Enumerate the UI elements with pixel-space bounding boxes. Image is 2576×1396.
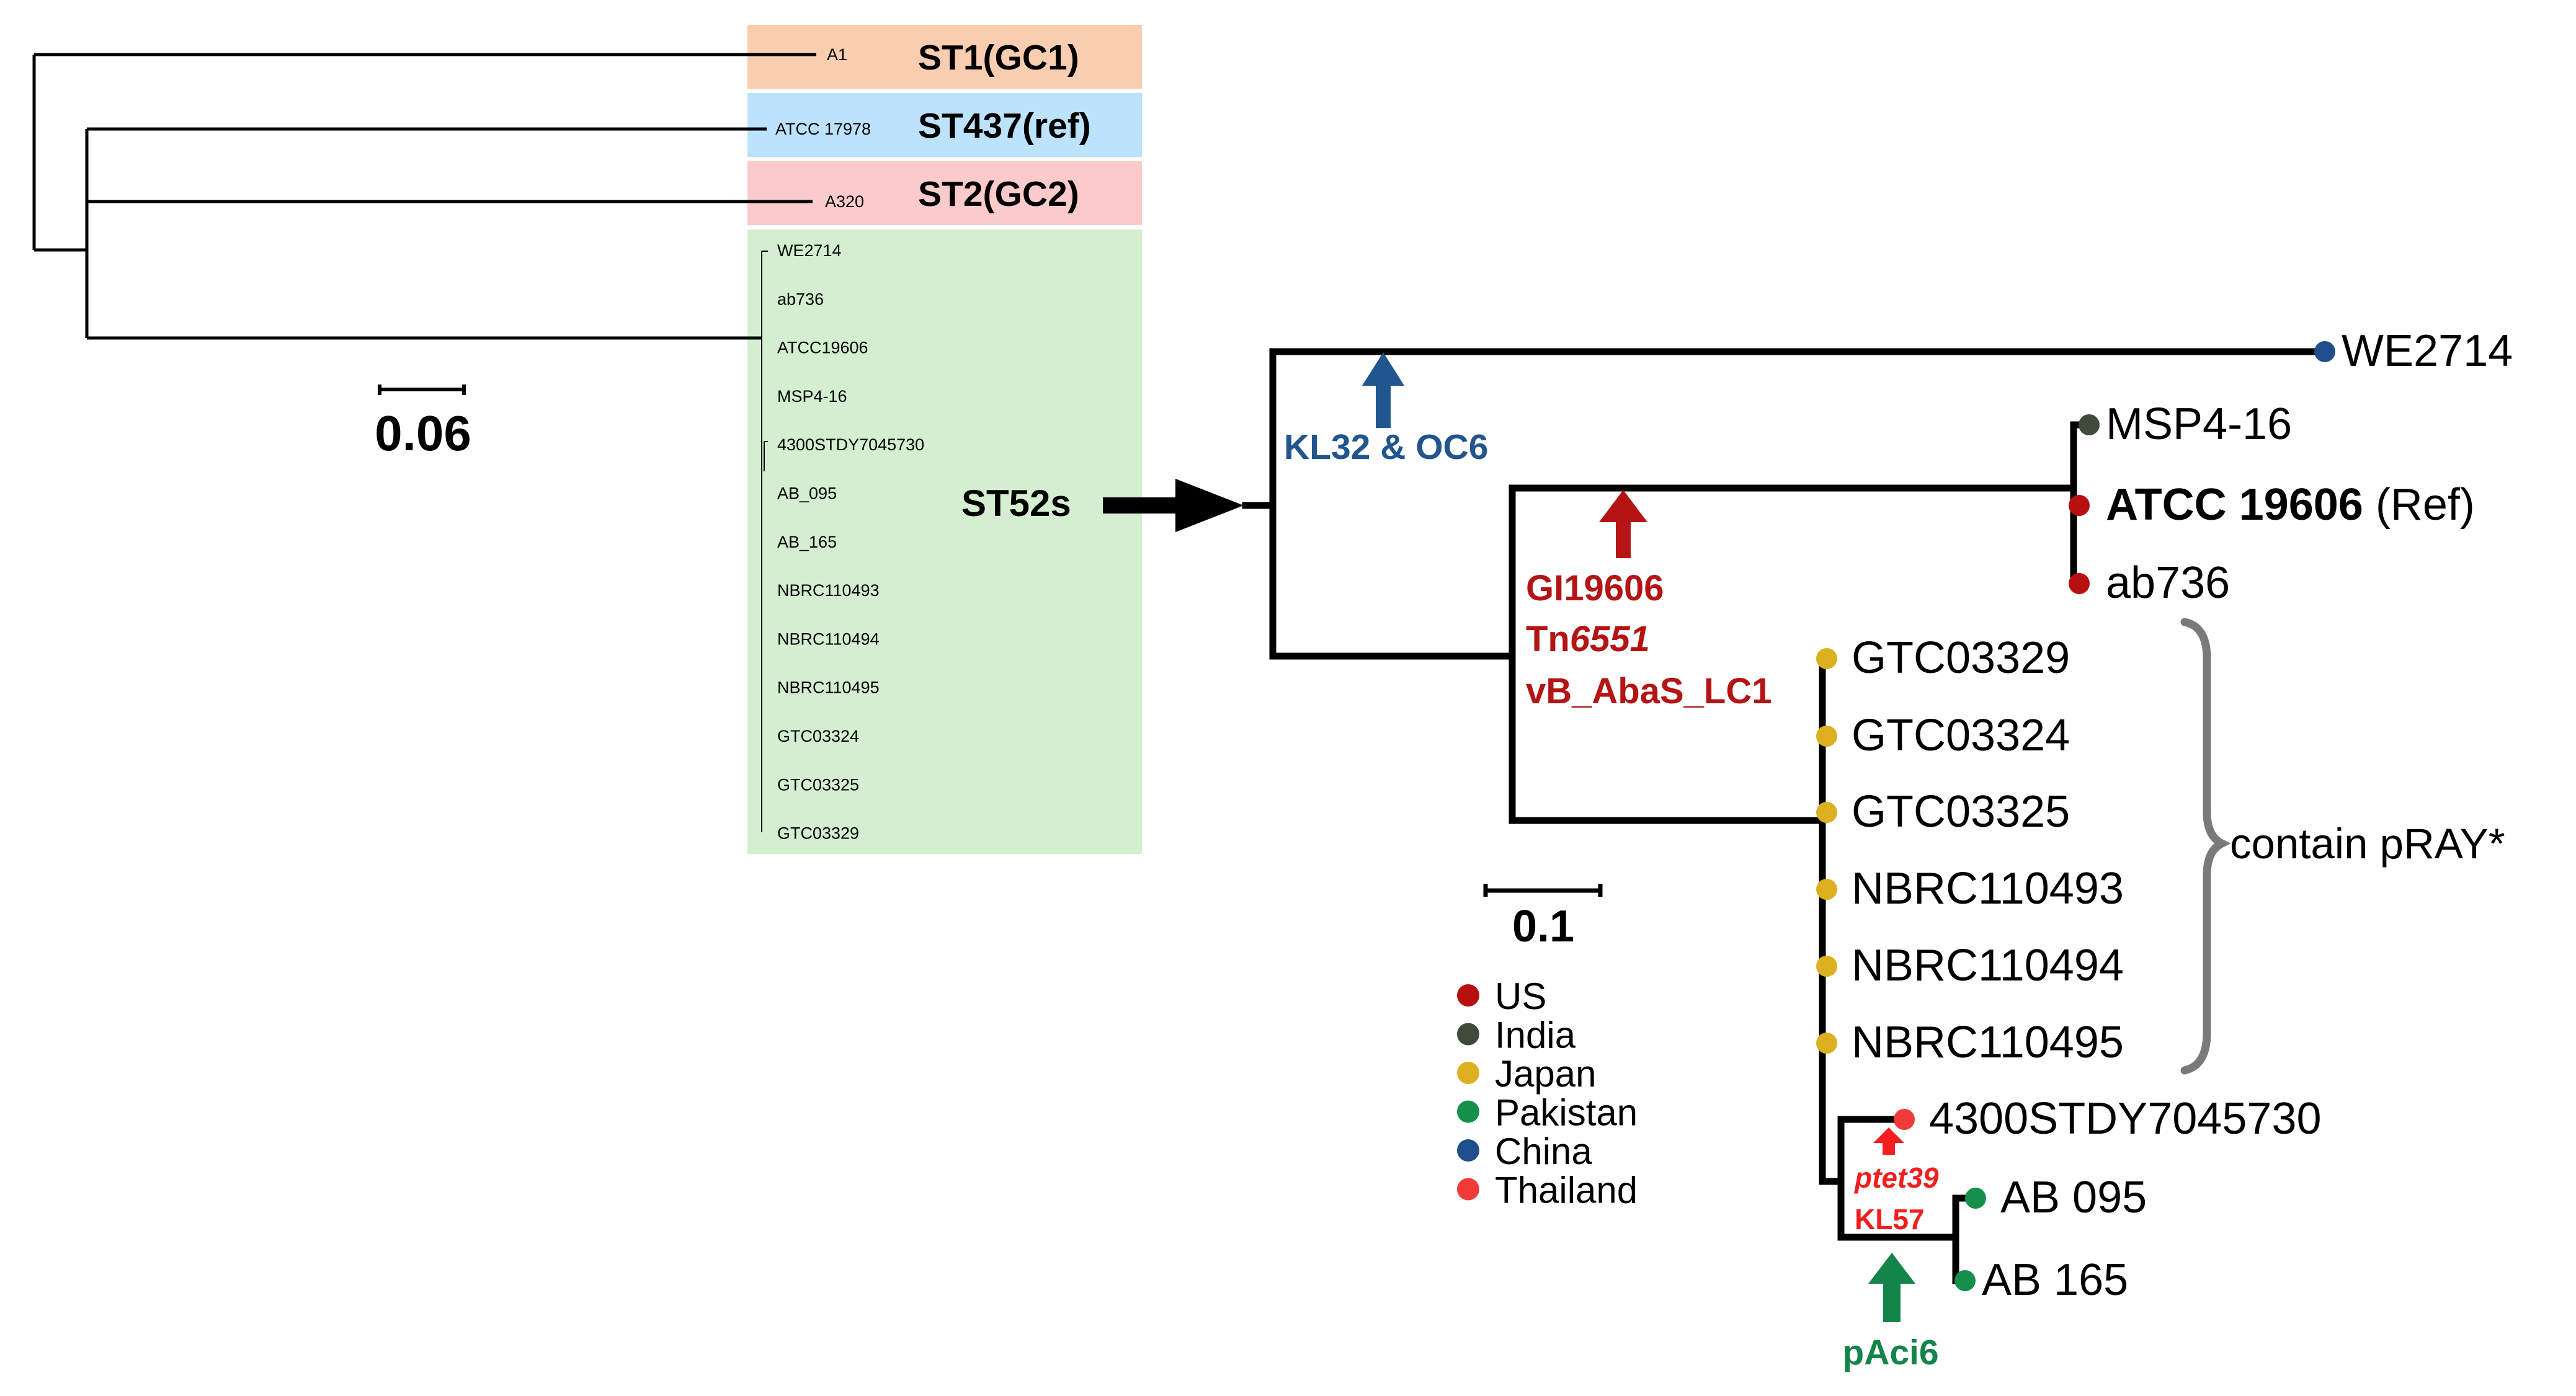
st52-taxon-4300stdy7045730: 4300STDY7045730: [777, 435, 924, 454]
st52-taxon-gtc03325: GTC03325: [777, 775, 859, 794]
tip-label-we2714: WE2714: [2342, 326, 2513, 376]
group-label-st437: ST437(ref): [918, 106, 1091, 146]
event-label-paci6: pAci6: [1842, 1333, 1938, 1372]
tip-label-gtc03329: GTC03329: [1852, 633, 2070, 683]
event-arrow-thailand: [1873, 1127, 1904, 1155]
event-label-ptet39: ptet39: [1853, 1162, 1939, 1194]
st52-taxon-we2714: WE2714: [777, 241, 842, 260]
taxon-atcc17978: ATCC 17978: [775, 120, 871, 138]
event-label-kl57: KL57: [1855, 1203, 1924, 1235]
group-band-st2: [747, 161, 1142, 225]
tip-label-nbrc110493: NBRC110493: [1852, 864, 2124, 914]
taxon-a1: A1: [827, 45, 847, 64]
tip-label-ab736: ab736: [2106, 558, 2230, 608]
event-label-tn6551: Tn6551: [1526, 619, 1650, 659]
legend-label-thailand: Thailand: [1495, 1170, 1638, 1211]
st52-arrow: [1103, 479, 1244, 532]
legend-label-japan: Japan: [1495, 1053, 1596, 1095]
tip-dot-ab-095: [1965, 1188, 1986, 1209]
tip-label-nbrc110494: NBRC110494: [1852, 941, 2124, 990]
legend-label-us: US: [1495, 976, 1546, 1017]
group-band-st1: [747, 25, 1142, 89]
st52-taxon-atcc19606: ATCC19606: [777, 339, 868, 357]
st52-taxon-msp4-16: MSP4-16: [777, 387, 847, 406]
tip-dot-ab-165: [1954, 1270, 1976, 1291]
pray-brace: [2180, 618, 2231, 1075]
tip-dot-ab736: [2069, 573, 2090, 594]
overview-scale-bar: [378, 385, 466, 395]
tip-label-msp4-16: MSP4-16: [2106, 399, 2292, 449]
tip-label-gtc03324: GTC03324: [1852, 711, 2070, 760]
st52-taxon-nbrc110495: NBRC110495: [777, 678, 880, 697]
legend-label-india: India: [1495, 1015, 1576, 1056]
st52-taxon-ab736: ab736: [777, 290, 824, 308]
event-label-gi19606: GI19606: [1526, 568, 1664, 608]
group-band-st52: [747, 229, 1142, 854]
overview-scale-label: 0.06: [375, 406, 471, 461]
tip-dot-nbrc110495: [1816, 1033, 1837, 1054]
tip-dot-msp4-16: [2079, 414, 2100, 435]
group-label-st2: ST2(GC2): [918, 174, 1079, 214]
legend-dot-china: [1457, 1139, 1479, 1162]
tip-label-4300stdy7045730: 4300STDY7045730: [1929, 1094, 2322, 1144]
tip-dot-gtc03329: [1816, 648, 1837, 669]
legend-dot-japan: [1457, 1062, 1479, 1084]
event-arrow-china: [1362, 352, 1404, 428]
st52-taxon-gtc03329: GTC03329: [777, 824, 859, 843]
tip-dot-atcc-19606: [2069, 495, 2090, 516]
group-band-st437: [747, 93, 1142, 157]
legend-dot-thailand: [1457, 1178, 1479, 1201]
overview-tree: A1 ATCC 17978 A320 ST1(GC1) ST437(ref) S…: [32, 25, 1244, 854]
tip-dot-we2714: [2314, 341, 2335, 362]
event-arrow-pakistan: [1868, 1253, 1915, 1322]
tip-dot-gtc03325: [1816, 802, 1837, 823]
group-label-st1: ST1(GC1): [918, 38, 1079, 78]
legend-dot-us: [1457, 984, 1479, 1007]
overview-branches: [32, 53, 816, 340]
overview-st52-clade: [761, 251, 768, 832]
st52-taxon-nbrc110493: NBRC110493: [777, 581, 880, 600]
tip-dot-nbrc110493: [1816, 879, 1837, 900]
legend-dot-india: [1457, 1023, 1479, 1046]
legend-label-pakistan: Pakistan: [1495, 1092, 1638, 1134]
tip-label-nbrc110495: NBRC110495: [1852, 1018, 2124, 1067]
st52-taxon-nbrc110494: NBRC110494: [777, 629, 880, 648]
legend-dot-pakistan: [1457, 1100, 1479, 1123]
st52-taxon-ab-095: AB_095: [777, 484, 837, 503]
detail-scale-label: 0.1: [1512, 902, 1574, 951]
event-labels-us: GI19606 Tn6551 vB_AbaS_LC1: [1526, 568, 1772, 711]
tip-dot-nbrc110494: [1816, 956, 1837, 977]
tip-dot-4300stdy7045730: [1894, 1109, 1915, 1130]
st52-taxon-ab-165: AB_165: [777, 533, 837, 551]
st52-arrow-label: ST52s: [961, 482, 1071, 524]
event-arrow-us: [1599, 490, 1647, 558]
pray-label: contain pRAY*: [2230, 820, 2505, 868]
st52-taxon-gtc03324: GTC03324: [777, 727, 859, 745]
tip-label-ab-165: AB 165: [1982, 1255, 2128, 1305]
event-label-china: KL32 & OC6: [1284, 427, 1488, 467]
event-label-vb-abas-lc1: vB_AbaS_LC1: [1526, 671, 1772, 711]
tip-label-ab-095: AB 095: [2000, 1173, 2147, 1222]
tip-label-gtc03325: GTC03325: [1852, 787, 2070, 837]
tip-label-atcc-19606: ATCC 19606 (Ref): [2106, 480, 2475, 530]
tip-dot-gtc03324: [1816, 726, 1837, 747]
taxon-a320: A320: [825, 192, 864, 211]
detail-scale-bar: [1483, 884, 1603, 897]
legend-label-china: China: [1495, 1131, 1592, 1172]
